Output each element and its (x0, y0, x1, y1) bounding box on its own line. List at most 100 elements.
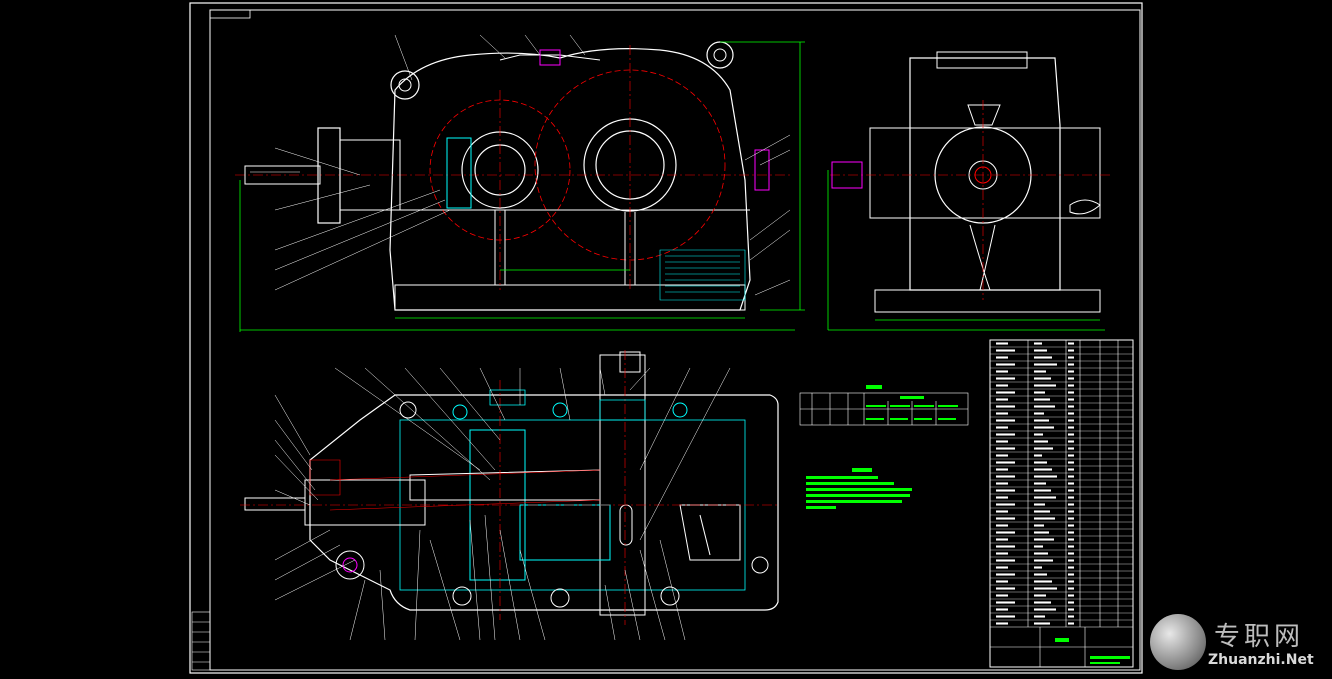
parts-list-cell-mark (1034, 433, 1043, 436)
parts-list-cell-mark (1068, 538, 1074, 541)
parts-list-cell-mark (996, 517, 1015, 520)
parts-list-cell-mark (1034, 531, 1049, 534)
parts-list-cell-mark (996, 461, 1015, 464)
parts-list-cell-mark (996, 342, 1008, 345)
parts-list-cell-mark (996, 482, 1008, 485)
parts-list-cell-mark (1034, 545, 1043, 548)
parts-list-cell-mark (996, 349, 1015, 352)
parts-list-cell-mark (1068, 517, 1074, 520)
parts-list-cell-mark (1034, 482, 1046, 485)
parts-list-cell-mark (1034, 573, 1047, 576)
parts-list-cell-mark (1068, 391, 1074, 394)
title-block-marks (1055, 638, 1130, 664)
parts-list-cell-mark (996, 559, 1015, 562)
parts-list-cell-mark (996, 615, 1015, 618)
parts-list-cell-mark (1068, 566, 1074, 569)
parts-list-cell-mark (1068, 405, 1074, 408)
parts-list-cell-mark (1068, 454, 1074, 457)
parts-list-cell-mark (996, 496, 1008, 499)
parts-list-cell-mark (1034, 510, 1050, 513)
parts-list-cell-mark (1068, 587, 1074, 590)
parts-list-cell-mark (1068, 503, 1074, 506)
corner-label-box (209, 9, 251, 19)
left-strip-table (191, 611, 211, 671)
parts-list-cell-mark (1034, 489, 1051, 492)
parts-list (989, 339, 1134, 668)
parts-list-cell-mark (1068, 447, 1074, 450)
parts-list-cell-mark (1068, 440, 1074, 443)
parts-list-cell-mark (1068, 349, 1074, 352)
parts-list-cell-mark (1068, 594, 1074, 597)
side-view (827, 51, 1110, 331)
parts-list-cell-mark (1034, 398, 1050, 401)
parts-list-cell-mark (996, 454, 1008, 457)
parts-list-cell-mark (996, 363, 1015, 366)
parts-list-cell-mark (1068, 559, 1074, 562)
parts-list-cell-mark (996, 398, 1008, 401)
parts-list-cell-mark (1068, 573, 1074, 576)
parts-list-cell-mark (1034, 559, 1053, 562)
parts-list-cell-mark (996, 356, 1008, 359)
parts-list-cell-mark (996, 426, 1008, 429)
parts-list-cell-mark (996, 622, 1008, 625)
parts-list-cell-mark (1068, 545, 1074, 548)
watermark-brand-en: Zhuanzhi.Net (1208, 652, 1314, 668)
parts-list-cell-mark (1068, 377, 1074, 380)
front-view (235, 34, 805, 332)
parts-list-cell-mark (1068, 601, 1074, 604)
parts-list-cell-mark (1068, 356, 1074, 359)
parts-list-cell-mark (1068, 552, 1074, 555)
parts-list-cell-mark (1034, 503, 1045, 506)
parts-list-cell-mark (996, 524, 1008, 527)
parts-list-cell-mark (996, 391, 1015, 394)
parts-list-cell-mark (996, 594, 1008, 597)
technical-notes (806, 468, 912, 509)
parts-list-cell-mark (1034, 601, 1051, 604)
drawing-frame (209, 9, 1141, 671)
parts-list-cell-mark (996, 580, 1008, 583)
parts-list-cell-mark (1034, 363, 1057, 366)
sheet-border (189, 2, 1143, 674)
parts-list-cell-mark (1034, 496, 1056, 499)
parts-list-cell-mark (1034, 419, 1049, 422)
parts-list-cell-mark (1068, 615, 1074, 618)
parts-list-cell-mark (1034, 370, 1046, 373)
watermark-globe-icon (1150, 614, 1206, 670)
parts-list-cell-mark (996, 370, 1008, 373)
parts-list-cell-mark (1034, 391, 1045, 394)
parts-list-cell-mark (996, 440, 1008, 443)
parts-list-cell-mark (1034, 405, 1055, 408)
spec-table-marks (866, 385, 958, 420)
parts-list-cell-mark (1068, 384, 1074, 387)
parts-list-cell-mark (1034, 349, 1047, 352)
parts-list-cell-mark (1068, 468, 1074, 471)
parts-list-cell-mark (1068, 475, 1074, 478)
parts-list-cell-mark (1068, 510, 1074, 513)
parts-list-cell-mark (996, 475, 1015, 478)
parts-list-cell-mark (1034, 356, 1052, 359)
parts-list-cell-mark (1068, 461, 1074, 464)
parts-list-cell-mark (996, 384, 1008, 387)
parts-list-cell-mark (996, 601, 1015, 604)
parts-list-rows (990, 342, 1133, 625)
parts-list-cell-mark (996, 405, 1015, 408)
parts-list-cell-mark (1068, 496, 1074, 499)
parts-list-cell-mark (1034, 552, 1048, 555)
parts-list-cell-mark (1034, 608, 1056, 611)
parts-list-cell-mark (996, 552, 1008, 555)
parts-list-cell-mark (996, 419, 1015, 422)
parts-list-cell-mark (996, 566, 1008, 569)
plan-view (240, 350, 780, 641)
parts-list-cell-mark (996, 503, 1015, 506)
parts-list-cell-mark (1068, 426, 1074, 429)
parts-list-cell-mark (1034, 468, 1052, 471)
parts-list-cell-mark (1068, 412, 1074, 415)
parts-list-cell-mark (1068, 363, 1074, 366)
parts-list-cell-mark (996, 412, 1008, 415)
parts-list-cell-mark (1034, 538, 1054, 541)
parts-list-cell-mark (1068, 482, 1074, 485)
parts-list-cell-mark (1068, 342, 1074, 345)
parts-list-cell-mark (996, 447, 1015, 450)
parts-list-cell-mark (1034, 524, 1044, 527)
